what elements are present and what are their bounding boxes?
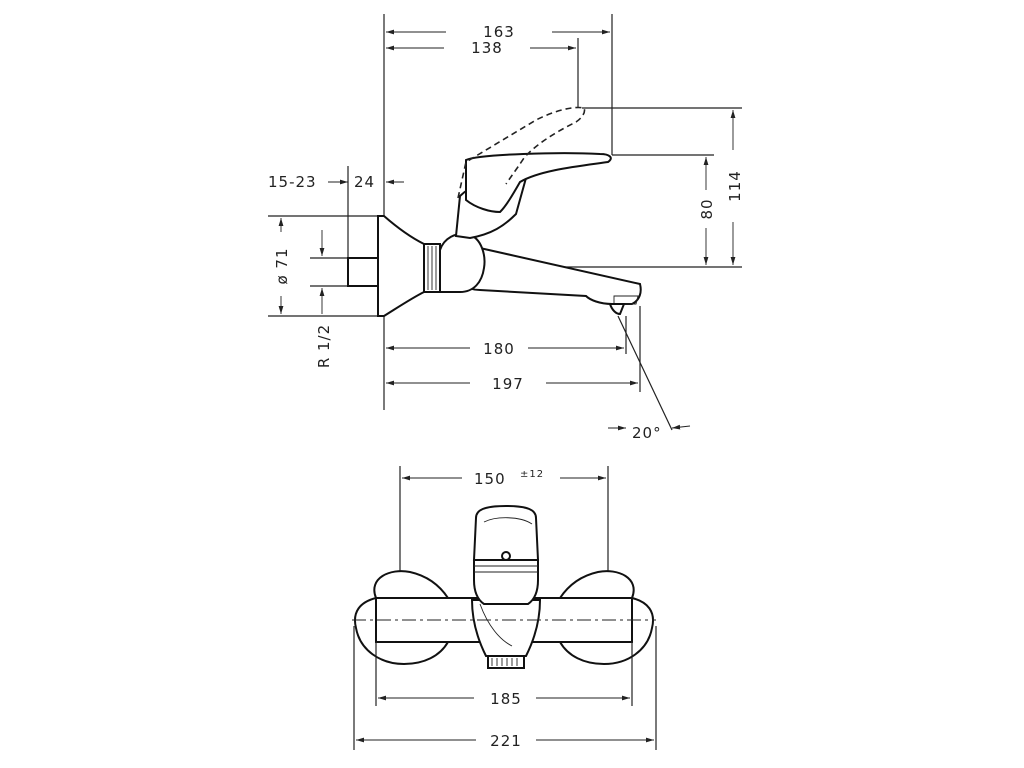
aerator xyxy=(487,655,525,669)
label-20-degrees: 20° xyxy=(632,424,662,442)
label-80: 80 xyxy=(698,198,716,219)
lever-indicator-dot xyxy=(501,551,511,561)
label-163: 163 xyxy=(483,23,515,41)
dim-197: 197 xyxy=(386,306,641,393)
label-15-23: 15-23 xyxy=(268,173,317,191)
label-71: ø 71 xyxy=(273,247,291,284)
side-view: 163 138 15-23 24 114 80 xyxy=(268,14,744,442)
label-180: 180 xyxy=(483,340,515,358)
dim-114-and-80: 114 80 xyxy=(540,107,744,268)
front-view: 150 ±12 185 xyxy=(352,466,657,750)
label-150: 150 xyxy=(474,470,506,488)
lever-collar xyxy=(473,559,539,605)
faucet-side-body xyxy=(347,106,642,317)
label-114: 114 xyxy=(726,170,744,202)
dim-185: 185 xyxy=(375,642,633,708)
dim-163: 163 xyxy=(386,14,613,155)
dim-angle-20: 20° xyxy=(608,315,691,442)
label-24: 24 xyxy=(354,173,375,191)
dim-r-1-2: R 1/2 xyxy=(310,230,350,368)
dim-15-23-and-24: 15-23 24 xyxy=(268,166,404,258)
label-150-tolerance: ±12 xyxy=(520,469,544,480)
label-197: 197 xyxy=(492,375,524,393)
label-138: 138 xyxy=(471,39,503,57)
dim-71: ø 71 xyxy=(268,215,384,317)
label-r-1-2: R 1/2 xyxy=(315,324,333,368)
label-221: 221 xyxy=(490,732,522,750)
label-185: 185 xyxy=(490,690,522,708)
dim-221: 221 xyxy=(353,626,657,750)
center-spout-housing xyxy=(470,599,542,657)
dim-180: 180 xyxy=(386,316,627,358)
dim-138: 138 xyxy=(386,38,579,108)
